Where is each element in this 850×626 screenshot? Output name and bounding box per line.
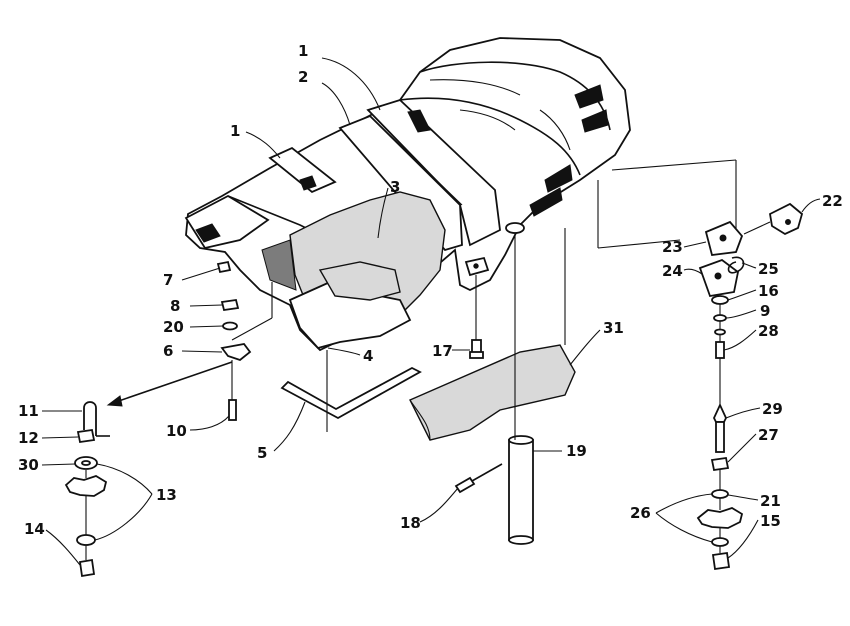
seat-assembly xyxy=(184,37,631,352)
callout-4: 4 xyxy=(363,347,373,365)
callout-17: 17 xyxy=(432,342,453,360)
callout-3: 3 xyxy=(390,178,400,196)
screw-18 xyxy=(454,463,503,494)
callout-13: 13 xyxy=(156,486,177,504)
callout-29: 29 xyxy=(762,400,783,418)
callout-25: 25 xyxy=(758,260,779,278)
left-fastener-stack xyxy=(64,401,110,578)
callout-26: 26 xyxy=(630,504,651,522)
callout-21: 21 xyxy=(760,492,781,510)
pointer-arrow xyxy=(109,361,233,405)
callout-19: 19 xyxy=(566,442,587,460)
callout-16: 16 xyxy=(758,282,779,300)
callout-2: 2 xyxy=(298,68,308,86)
callout-20: 20 xyxy=(163,318,184,336)
left-hardware-stack xyxy=(216,260,273,421)
callout-15: 15 xyxy=(760,512,781,530)
post-19 xyxy=(508,435,534,545)
callout-30: 30 xyxy=(18,456,39,474)
bolt-17 xyxy=(469,275,484,359)
callout-27: 27 xyxy=(758,426,779,444)
callout-10: 10 xyxy=(166,422,187,440)
callout-6: 6 xyxy=(163,342,173,360)
callout-14: 14 xyxy=(24,520,45,538)
callout-24: 24 xyxy=(662,262,683,280)
callout-5: 5 xyxy=(257,444,267,462)
callout-7: 7 xyxy=(163,271,173,289)
callout-1-left: 1 xyxy=(230,122,240,140)
callout-23: 23 xyxy=(662,238,683,256)
callout-12: 12 xyxy=(18,429,39,447)
callout-22: 22 xyxy=(822,192,843,210)
rod-5 xyxy=(280,366,422,420)
foam-pad-31 xyxy=(409,344,576,441)
callout-1-top: 1 xyxy=(298,42,308,60)
callout-9: 9 xyxy=(760,302,770,320)
callout-11: 11 xyxy=(18,402,39,420)
leader-lines xyxy=(41,57,821,566)
callout-31: 31 xyxy=(603,319,624,337)
callout-18: 18 xyxy=(400,514,421,532)
callout-labels: 1 2 1 3 7 8 20 6 4 5 10 11 12 30 13 14 1… xyxy=(18,42,843,538)
callout-28: 28 xyxy=(758,322,779,340)
callout-8: 8 xyxy=(170,297,180,315)
